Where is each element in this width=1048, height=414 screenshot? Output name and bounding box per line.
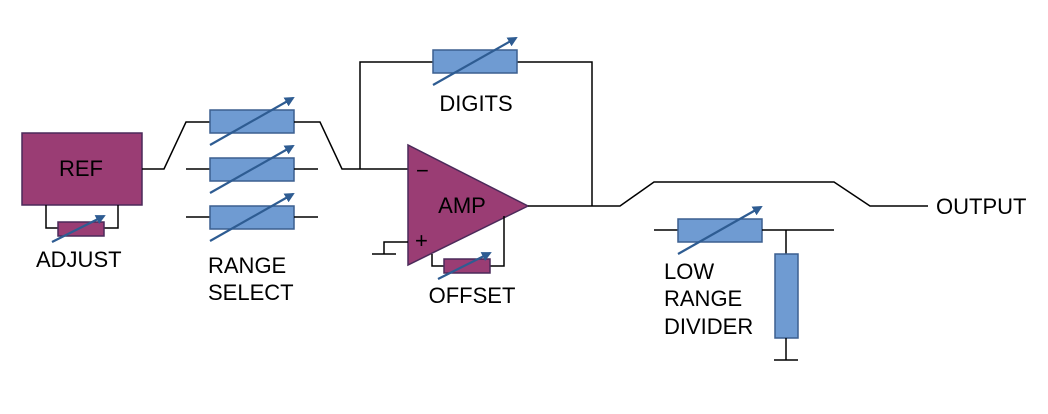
range-resistor-3	[186, 193, 318, 242]
digits-label: DIGITS	[439, 91, 512, 116]
feedback-right-wire	[517, 61, 593, 206]
ref-label: REF	[59, 156, 103, 181]
range-to-amp-wire	[294, 121, 410, 170]
range-label-line2: SELECT	[208, 280, 294, 305]
range-resistor-1	[209, 97, 295, 146]
low-range-resistor	[677, 206, 763, 255]
feedback-left-wire	[359, 61, 433, 169]
low-range-label-line1: LOW	[664, 259, 714, 284]
digits-resistor	[432, 37, 518, 86]
amp-label: AMP	[438, 193, 486, 218]
amp-block: AMP − +	[407, 143, 530, 267]
low-range-label-line2: RANGE	[664, 286, 742, 311]
range-resistor-2	[186, 145, 318, 194]
offset-trimmer	[437, 252, 492, 280]
low-range-label-line3: DIVIDER	[664, 314, 753, 339]
adjust-trimmer	[51, 215, 106, 243]
divider-shunt-resistor	[774, 253, 799, 339]
amp-plus-sign: +	[415, 228, 428, 253]
output-wire	[528, 181, 928, 207]
amp-minus-sign: −	[416, 158, 429, 183]
ref-to-range-wire	[142, 121, 210, 170]
ref-block: REF	[21, 132, 143, 206]
adjust-label: ADJUST	[36, 247, 122, 272]
output-label: OUTPUT	[936, 194, 1026, 219]
offset-label: OFFSET	[429, 283, 516, 308]
range-label-line1: RANGE	[208, 253, 286, 278]
plus-input-wire	[383, 241, 408, 254]
